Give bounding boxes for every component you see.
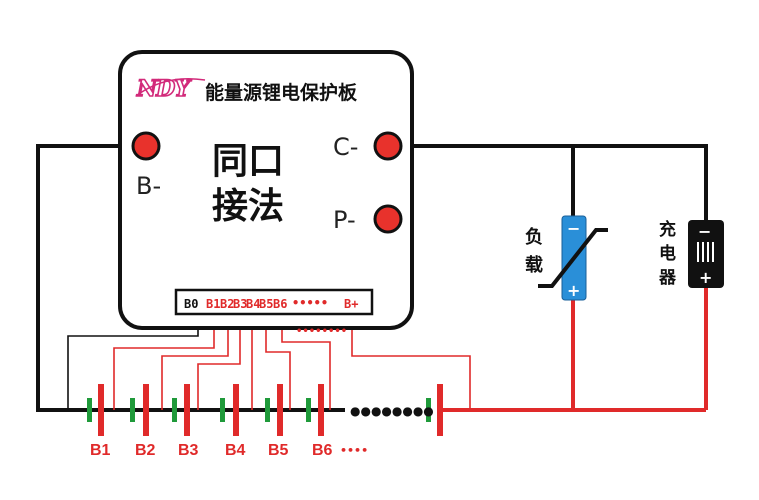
cell-b3-negative-plate	[172, 398, 177, 422]
pin-b-plus: B+	[344, 297, 358, 311]
load-label-1: 负	[525, 226, 543, 248]
cell-b4	[220, 384, 239, 436]
protection-board	[118, 50, 414, 330]
battery-cells	[87, 384, 443, 436]
mode-line-1: 同口	[212, 141, 284, 182]
balance-wire-bplus	[351, 312, 471, 410]
pin-b5: B5	[259, 297, 273, 311]
cell-b2-positive-plate	[143, 384, 149, 436]
charger-body	[688, 220, 724, 288]
charger-grille-4	[712, 242, 714, 262]
charger-grille-1	[697, 242, 699, 262]
cell-b4-positive-plate	[233, 384, 239, 436]
balance-wire-b3	[197, 312, 241, 410]
cell-b1-negative-plate	[87, 398, 92, 422]
terminal-p-minus[interactable]	[373, 204, 403, 234]
cell-label-b2: B2	[135, 442, 156, 459]
wire-c-minus	[388, 144, 708, 222]
cell-label-b6: B6	[312, 442, 333, 459]
pin-b6: B6	[273, 297, 287, 311]
charger: − +	[688, 220, 724, 288]
cell-last-positive-plate	[437, 384, 443, 436]
terminal-b-minus[interactable]	[131, 131, 161, 161]
pin-b2: B2	[220, 297, 234, 311]
pin-more: •••••	[292, 296, 328, 310]
cell-b1-positive-plate	[98, 384, 104, 436]
main-positive-wires	[440, 286, 708, 412]
cell-labels: B1 B2 B3 B4 B5 B6 ••••	[90, 442, 368, 459]
cell-label-b4: B4	[225, 442, 246, 459]
cell-label-b1: B1	[90, 442, 111, 459]
terminal-b-minus-label: B-	[136, 172, 161, 200]
cell-b3	[172, 384, 190, 436]
cell-b5-negative-plate	[265, 398, 270, 422]
cell-label-b3: B3	[178, 442, 199, 459]
connector-pin-labels: B0 B1 B2 B3 B4 B5 B6 ••••• B+	[184, 296, 358, 311]
cell-b5-positive-plate	[277, 384, 283, 436]
balance-connector	[174, 288, 374, 316]
charger-label-3: 器	[658, 268, 677, 288]
cell-b5	[265, 384, 283, 436]
terminal-c-minus-label: C-	[333, 133, 358, 161]
cell-b6-positive-plate	[318, 384, 324, 436]
balance-wire-b2	[161, 312, 229, 410]
cell-last-negative-plate	[426, 398, 431, 422]
cell-b3-positive-plate	[184, 384, 190, 436]
logo-swoosh	[135, 77, 206, 97]
pin-b3: B3	[233, 297, 247, 311]
balance-more-dots: ••••••••	[296, 326, 347, 337]
mode-line-2: 接法	[212, 186, 284, 227]
charger-plus: +	[699, 268, 712, 287]
charger-grille-3	[707, 242, 709, 262]
brand-logo: NDY	[136, 76, 192, 102]
cell-label-b5: B5	[268, 442, 289, 459]
pin-b4: B4	[246, 297, 260, 311]
terminal-c-minus[interactable]	[373, 131, 403, 161]
load-plus: +	[567, 281, 580, 300]
terminal-p-minus-label: P-	[333, 206, 356, 234]
main-negative-wires	[36, 144, 708, 412]
cell-b4-negative-plate	[220, 398, 225, 422]
cell-label-more: ••••	[340, 444, 368, 457]
cell-b6	[306, 384, 324, 436]
cell-b1	[87, 384, 104, 436]
pin-b0: B0	[184, 297, 198, 311]
wire-b-minus	[36, 144, 146, 412]
balance-wire-b5	[265, 312, 291, 410]
cell-last	[426, 384, 443, 436]
cells-more-dots: ●●●●●●●●	[350, 404, 434, 418]
charger-grille-2	[702, 242, 704, 262]
charger-label-1: 充	[659, 219, 676, 240]
board-title: 能量源锂电保护板	[205, 81, 358, 104]
load: − +	[538, 215, 608, 301]
load-variable-symbol	[538, 228, 608, 288]
pin-b1: B1	[206, 297, 220, 311]
charger-label-2: 电	[659, 243, 676, 264]
cell-b2	[130, 384, 149, 436]
load-minus: −	[567, 219, 580, 238]
charger-minus: −	[698, 222, 711, 241]
cell-b6-negative-plate	[306, 398, 311, 422]
load-label-2: 载	[525, 254, 543, 276]
cell-b2-negative-plate	[130, 398, 135, 422]
